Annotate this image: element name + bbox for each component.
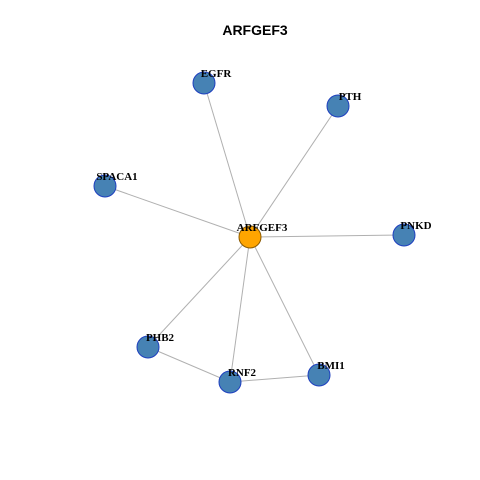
node-pth — [326, 94, 350, 118]
node-label-bmi1: BMI1 — [317, 360, 345, 372]
node-label-pnkd: PNKD — [400, 220, 431, 232]
node-spaca1 — [93, 174, 117, 198]
edge-arfgef3-phb2 — [147, 236, 251, 348]
node-label-egfr: EGFR — [201, 68, 233, 80]
edge-arfgef3-egfr — [203, 82, 251, 238]
edge-arfgef3-bmi1 — [249, 236, 320, 376]
edge-layer — [104, 82, 405, 383]
node-label-pth: PTH — [339, 91, 362, 103]
node-label-arfgef3: ARFGEF3 — [237, 222, 288, 234]
node-phb2 — [136, 335, 160, 359]
edge-arfgef3-rnf2 — [229, 236, 251, 383]
node-rnf2 — [218, 370, 242, 394]
node-layer — [93, 71, 416, 394]
edge-phb2-rnf2 — [147, 346, 231, 383]
edge-arfgef3-pth — [249, 105, 339, 238]
edge-rnf2-bmi1 — [229, 374, 320, 383]
graph-title: ARFGEF3 — [222, 22, 288, 38]
node-pnkd — [392, 223, 416, 247]
node-label-spaca1: SPACA1 — [96, 171, 137, 183]
edge-arfgef3-spaca1 — [104, 185, 251, 238]
node-bmi1 — [307, 363, 331, 387]
edge-arfgef3-pnkd — [249, 234, 405, 238]
node-label-rnf2: RNF2 — [228, 367, 257, 379]
node-arfgef3 — [238, 225, 262, 249]
node-label-phb2: PHB2 — [146, 332, 175, 344]
node-egfr — [192, 71, 216, 95]
